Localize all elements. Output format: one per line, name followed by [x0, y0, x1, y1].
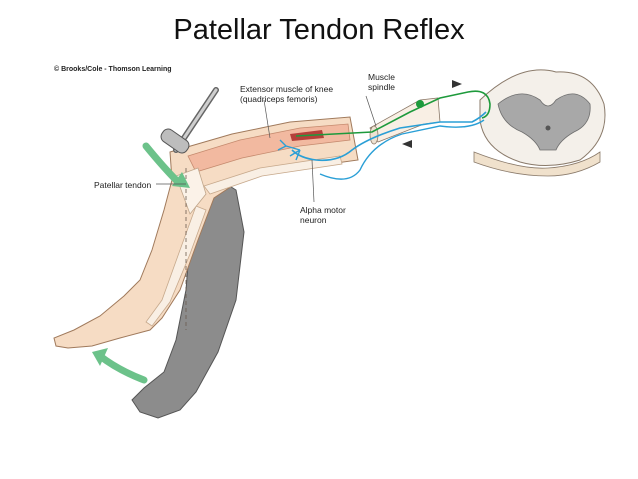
leg	[53, 116, 359, 349]
extensor-leader	[263, 99, 271, 139]
image-credit: © Brooks/Cole - Thomson Learning	[54, 66, 172, 73]
reflex-hammer	[160, 87, 219, 154]
motor-neuron	[291, 111, 487, 162]
kick-arrow-head	[92, 348, 108, 366]
signal-arrow-in	[452, 80, 462, 88]
kick-arrow	[96, 352, 148, 384]
femur-bone	[203, 155, 343, 195]
label-spindle-line1: Muscle	[368, 72, 395, 82]
label-muscle-spindle: Muscle spindle	[368, 72, 395, 92]
sensory-neuron	[295, 90, 491, 137]
alpha-leader	[311, 159, 315, 203]
label-extensor-line2: (quadriceps femoris)	[240, 94, 318, 104]
tibia-bone	[145, 205, 207, 327]
label-extensor-line1: Extensor muscle of knee	[240, 84, 334, 94]
tap-arrow	[142, 142, 182, 186]
label-alpha-line1: Alpha motor	[300, 205, 346, 215]
label-alpha-motor-neuron: Alpha motor neuron	[300, 205, 346, 225]
label-extensor-muscle: Extensor muscle of knee (quadriceps femo…	[240, 84, 333, 104]
sensory-ganglion	[416, 100, 424, 108]
spindle-leader	[365, 95, 377, 127]
label-alpha-line2: neuron	[300, 215, 327, 225]
motor-neuron-path	[319, 119, 485, 180]
label-spindle-line2: spindle	[368, 82, 395, 92]
signal-arrow-out	[402, 140, 412, 148]
slide-title: Patellar Tendon Reflex	[173, 14, 465, 46]
spinal-cord	[473, 69, 606, 177]
label-patellar-tendon: Patellar tendon	[94, 180, 152, 190]
shadow-leg	[131, 174, 245, 419]
motor-end-plate	[277, 139, 301, 161]
